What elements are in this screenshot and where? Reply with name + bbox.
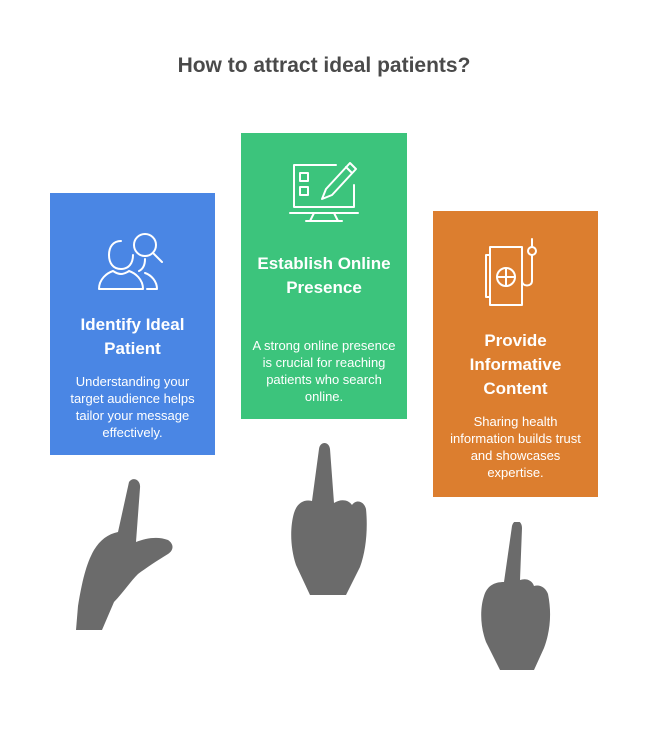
monitor-checklist-icon (241, 155, 407, 227)
pointing-hand-icon-1 (76, 479, 173, 630)
card-heading: Identify Ideal Patient (80, 315, 185, 358)
pointing-hand-icon-2 (291, 443, 367, 595)
user-search-icon (50, 225, 215, 295)
card-provide-informative-content: Provide Informative Content Sharing heal… (433, 211, 598, 497)
card-heading: Establish Online Presence (257, 254, 391, 297)
card-description: Understanding your target audience helps… (70, 374, 195, 440)
card-establish-online-presence: Establish Online Presence A strong onlin… (241, 133, 407, 419)
page-title: How to attract ideal patients? (177, 54, 471, 77)
card-heading: Provide Informative Content (469, 331, 562, 398)
card-description: A strong online presence is crucial for … (252, 338, 396, 404)
book-hook-icon (433, 235, 598, 311)
pointing-hand-icon-3 (481, 522, 551, 670)
card-identify-ideal-patient: Identify Ideal Patient Understanding you… (50, 193, 215, 455)
card-description: Sharing health information builds trust … (450, 414, 581, 480)
